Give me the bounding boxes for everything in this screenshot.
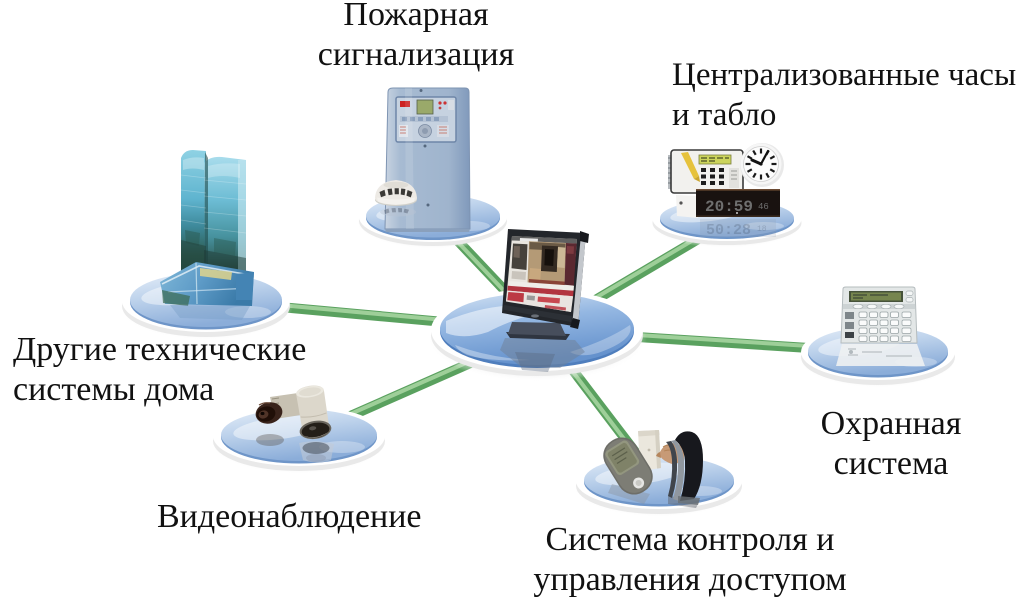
svg-text:20:59: 20:59	[705, 198, 753, 216]
svg-text:50:28: 50:28	[706, 222, 751, 239]
svg-text:46: 46	[758, 202, 769, 212]
svg-text:18: 18	[757, 225, 767, 234]
